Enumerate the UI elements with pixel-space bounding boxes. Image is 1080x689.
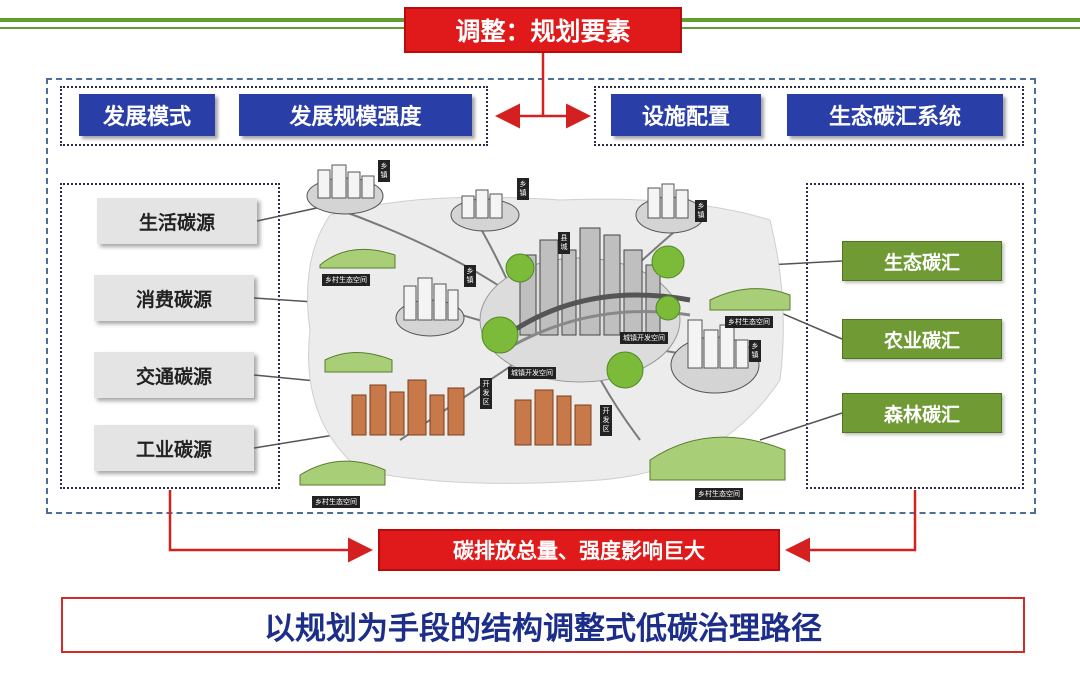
- label-rural-space-3: 乡村生态空间: [725, 316, 773, 328]
- diagram-title: 调整：规划要素: [404, 7, 682, 53]
- label-rural-space-1: 乡村生态空间: [322, 274, 370, 286]
- element-ecological-sink-system: 生态碳汇系统: [787, 94, 1003, 136]
- industrial-clusters: [351, 379, 592, 446]
- label-rural-space-2: 乡村生态空间: [312, 496, 360, 508]
- label-town-4: 乡镇: [695, 200, 707, 222]
- carbon-source-industry: 工业碳源: [94, 425, 254, 471]
- right-element-group: [594, 86, 1024, 146]
- element-facility-allocation: 设施配置: [611, 94, 761, 136]
- carbon-source-living: 生活碳源: [97, 198, 257, 244]
- carbon-sink-group: [806, 183, 1024, 489]
- town-clusters: [306, 164, 760, 394]
- result-box: 碳排放总量、强度影响巨大: [378, 529, 780, 571]
- carbon-sink-ecological: 生态碳汇: [842, 241, 1002, 281]
- label-town-5: 乡镇: [749, 340, 761, 362]
- label-town-3: 乡镇: [464, 265, 476, 287]
- label-urban-space-2: 城镇开发空间: [508, 367, 556, 379]
- conclusion-title: 以规划为手段的结构调整式低碳治理路径: [61, 597, 1025, 653]
- rural-landscapes: [299, 248, 791, 486]
- element-development-mode: 发展模式: [79, 94, 215, 136]
- carbon-sink-forest: 森林碳汇: [842, 393, 1002, 433]
- label-rural-space-4: 乡村生态空间: [695, 488, 743, 500]
- label-county-town: 县城: [558, 232, 570, 254]
- element-development-intensity: 发展规模强度: [239, 94, 472, 136]
- label-urban-space-1: 城镇开发空间: [620, 332, 668, 344]
- carbon-sink-agricultural: 农业碳汇: [842, 319, 1002, 359]
- carbon-source-transport: 交通碳源: [94, 352, 254, 398]
- label-development-zone-2: 开发区: [600, 405, 612, 436]
- left-element-group: [60, 86, 488, 146]
- carbon-source-group: [60, 183, 280, 489]
- carbon-source-consumption: 消费碳源: [94, 275, 254, 321]
- outer-frame: [46, 78, 1036, 514]
- label-town-2: 乡镇: [517, 178, 529, 200]
- label-development-zone-1: 开发区: [480, 378, 492, 409]
- central-city: [479, 227, 691, 389]
- label-town-1: 乡镇: [378, 160, 390, 182]
